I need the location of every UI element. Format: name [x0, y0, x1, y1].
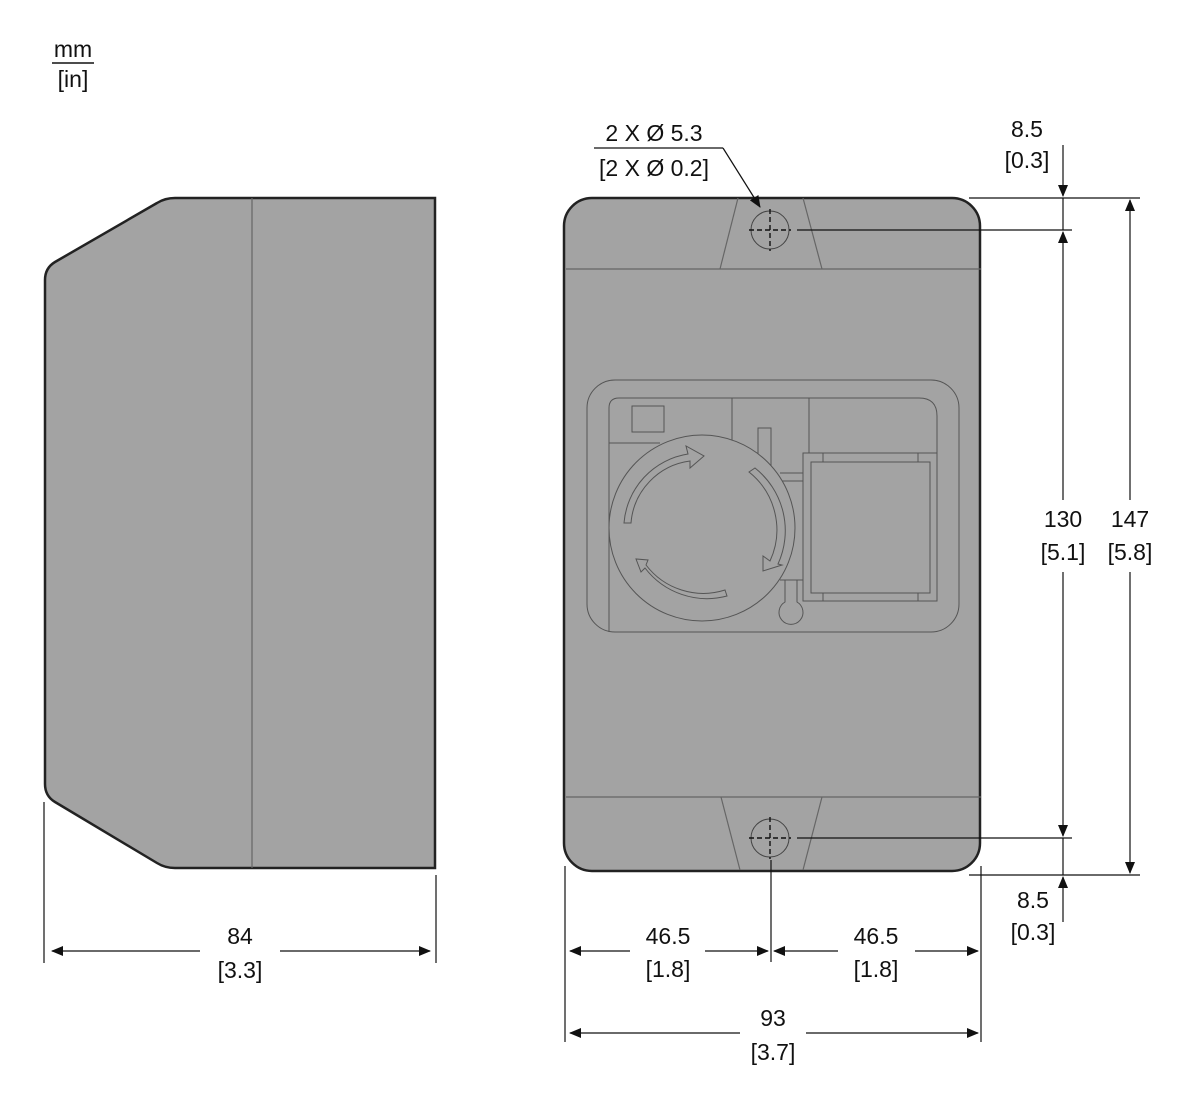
vertical-dimensions: 8.5 [0.3] 130 [5.1] 147 [5.8] 8.5 [0.3] [797, 116, 1152, 945]
indicator-window [631, 405, 665, 433]
padlock-hasp [778, 580, 804, 625]
right-half-in: [1.8] [854, 956, 899, 982]
overall-height-in: [5.8] [1108, 539, 1153, 565]
unit-mm-label: mm [54, 36, 92, 62]
horizontal-dimensions: 46.5 [1.8] 46.5 [1.8] 93 [3.7] [564, 860, 982, 1065]
bottom-lug-edge-right [802, 796, 823, 871]
units-legend: mm [in] [52, 36, 94, 92]
hole-spec-mm: 2 X Ø 5.3 [605, 120, 702, 146]
left-half-in: [1.8] [646, 956, 691, 982]
switch-housing-outer [802, 452, 938, 602]
panel-inner-frame [608, 397, 938, 632]
rotate-arrow-right-icon [748, 467, 786, 572]
bottom-mounting-hole [749, 817, 791, 859]
mounting-hole-callout: 2 X Ø 5.3 [2 X Ø 0.2] [594, 120, 761, 208]
top-lug-edge-left [719, 197, 739, 270]
hole-spacing-mm: 130 [1044, 506, 1082, 532]
emergency-stop-knob [608, 434, 796, 622]
top-offset-mm: 8.5 [1011, 116, 1043, 142]
top-offset-in: [0.3] [1005, 147, 1050, 173]
unit-in-label: [in] [58, 66, 89, 92]
overall-width-mm: 93 [760, 1005, 786, 1031]
right-half-mm: 46.5 [854, 923, 899, 949]
hole-spec-in: [2 X Ø 0.2] [599, 155, 709, 181]
hole-spacing-in: [5.1] [1041, 539, 1086, 565]
overall-height-mm: 147 [1111, 506, 1149, 532]
side-width-in: [3.3] [218, 957, 263, 983]
rotate-arrow-top-icon [623, 445, 705, 524]
bottom-lug-edge-left [720, 796, 741, 871]
top-lug-edge-right [802, 197, 823, 270]
side-width-mm: 84 [227, 923, 253, 949]
callout-leader [722, 147, 761, 208]
overall-width-in: [3.7] [751, 1039, 796, 1065]
switch-housing-inner [810, 461, 931, 594]
top-mounting-hole [749, 209, 791, 251]
left-half-mm: 46.5 [646, 923, 691, 949]
side-view-body [43, 196, 437, 870]
front-view: 2 X Ø 5.3 [2 X Ø 0.2] 8.5 [0.3] 130 [5.1… [562, 116, 1152, 1065]
bottom-offset-in: [0.3] [1011, 919, 1056, 945]
bottom-offset-mm: 8.5 [1017, 887, 1049, 913]
control-panel [586, 379, 960, 633]
rotate-arrow-bottom-icon [635, 558, 728, 600]
side-view: 84 [3.3] [43, 196, 437, 983]
panel-outer-frame [586, 379, 960, 633]
